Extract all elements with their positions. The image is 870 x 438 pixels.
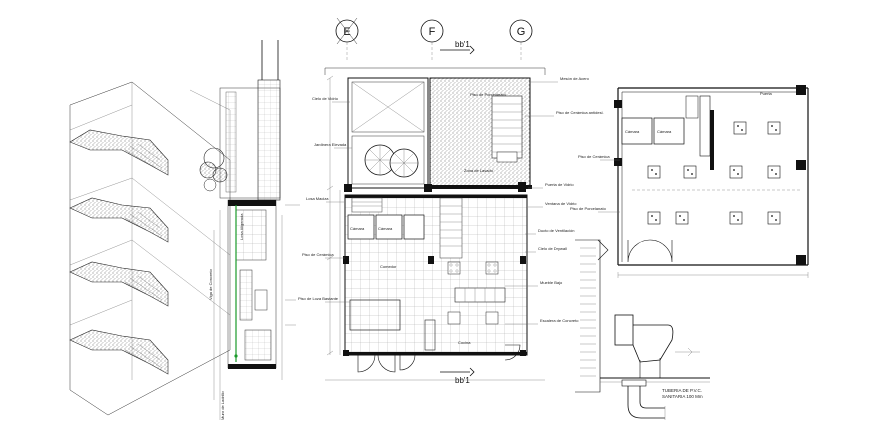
grid-axis-g: G <box>517 26 526 38</box>
main-floor-plan: Cámara Cámara <box>298 67 604 381</box>
plan-label-4: Piso de Cerámica <box>302 252 334 257</box>
tree-symbol <box>199 147 228 192</box>
section-mark-bottom: bb'1 <box>455 376 470 385</box>
section-elevation: Muro de Ladrillo Losa Aligerada Viga de … <box>199 40 300 420</box>
plan-label-5: Piso de Loza Bastante <box>298 296 339 301</box>
right-label-1: Piso de Cerámica <box>578 154 610 159</box>
elevation-label-2: Losa Aligerada <box>239 213 244 240</box>
light-fixtures <box>647 121 781 225</box>
section-mark-top: bb'1 <box>455 40 470 49</box>
stair-section <box>575 239 609 393</box>
plan-label-8: Puerta de Vidrio <box>545 182 574 187</box>
plan-label-2: Jardinera Elevada <box>314 142 347 147</box>
elevation-label-3: Viga de Concreto <box>208 268 213 300</box>
plan-label-6: Mesón de Acero <box>560 76 590 81</box>
plan-label-17: Comedor <box>380 264 397 269</box>
stair-flight-3 <box>69 261 169 307</box>
equipment-label-a: Cámara <box>350 226 365 231</box>
toilet-detail: TUBERIA DE P.V.C. SANITARIA 100 Mm <box>600 314 710 420</box>
drain-pipe <box>621 379 666 420</box>
stair-flight-4 <box>69 329 169 375</box>
grid-axes: E F G <box>335 17 533 60</box>
plan-label-13: Escalera de Concreto <box>540 318 579 323</box>
plan-label-12: Mueble Bajo <box>540 280 563 285</box>
ceiling-plan: Cámara Cámara <box>570 85 809 278</box>
grid-axis-f: F <box>429 26 436 38</box>
plan-label-7: Piso de Cerámica antidesl. <box>556 110 604 115</box>
right-label-3: Puerta <box>760 91 773 96</box>
detail-caption-line1: TUBERIA DE P.V.C. <box>662 388 702 393</box>
door-swings <box>357 344 521 373</box>
plan-label-10: Ducto de Ventilación <box>538 228 574 233</box>
equipment-label-d: Cámara <box>657 129 672 134</box>
section-cut-top: bb'1 <box>440 40 475 55</box>
elevation-label-1: Muro de Ladrillo <box>220 391 225 420</box>
plan-label-1: Cielo de Vidrio <box>312 96 339 101</box>
plan-label-15: Zona de Lavado <box>464 168 494 173</box>
stair-flight-1 <box>69 129 169 176</box>
plan-label-3: Losa Maciza <box>306 196 329 201</box>
grid-axis-e: E <box>343 26 350 38</box>
stair-flight-2 <box>69 197 169 243</box>
isometric-stair-views <box>69 81 231 416</box>
plan-label-14: Piso de Porcelanato <box>470 92 507 97</box>
equipment-label-c: Cámara <box>625 129 640 134</box>
plan-label-16: Cocina <box>458 340 471 345</box>
planter-circle <box>364 144 419 178</box>
right-label-2: Piso de Porcelanato <box>570 206 607 211</box>
equipment-label-b: Cámara <box>378 226 393 231</box>
plan-label-11: Cielo de Drywall <box>538 246 567 251</box>
plan-label-9: Ventana de Vidrio <box>545 201 577 206</box>
cooktop-burners <box>447 261 499 325</box>
section-cut-bottom: bb'1 <box>440 367 475 385</box>
detail-caption-line2: SANITARIA 100 Mm <box>662 394 703 399</box>
